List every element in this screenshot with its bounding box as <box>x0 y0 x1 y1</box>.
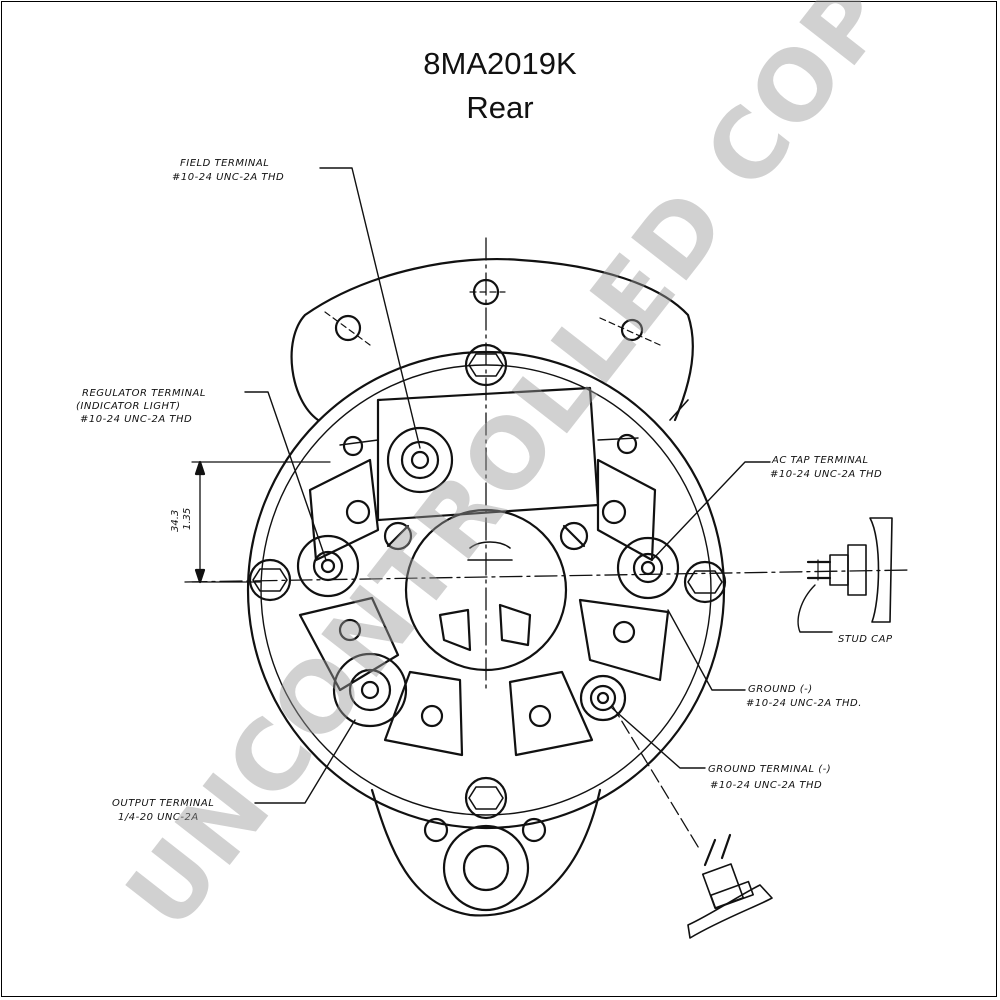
stud-cap-label: STUD CAP <box>838 634 893 645</box>
field-leader <box>319 167 421 449</box>
brush-screw-right <box>559 521 589 551</box>
vent-slot-1 <box>308 458 380 562</box>
slot-screw-4 <box>612 620 636 644</box>
bolt-top <box>464 343 508 387</box>
output-terminal <box>332 652 408 728</box>
lower-hole-left <box>423 817 449 843</box>
lower-hole-right <box>521 817 547 843</box>
slot-screw-1 <box>345 499 371 525</box>
lower-ear-boss <box>442 824 530 912</box>
output-thread-label: 1/4-20 UNC-2A <box>118 812 199 823</box>
ground-terminal-thread-label: #10-24 UNC-2A THD <box>710 780 822 791</box>
lower-ear-hole <box>462 844 510 892</box>
field-thread-label: #10-24 UNC-2A THD <box>172 172 284 183</box>
hub-segment-left <box>438 608 472 652</box>
housing-inner <box>260 364 712 816</box>
slot-screw-3 <box>338 618 362 642</box>
ground-leader <box>667 609 746 691</box>
output-terminal-label: OUTPUT TERMINAL <box>112 798 214 809</box>
vent-slot-6 <box>508 670 594 757</box>
plate-screw-right <box>616 433 638 455</box>
hub-segment-right <box>498 603 532 647</box>
regulator-leader <box>244 391 327 561</box>
ground-terminal-detail <box>687 833 773 939</box>
vent-slot-5 <box>383 670 464 757</box>
slot-screw-6 <box>528 704 552 728</box>
ground-thread-label: #10-24 UNC-2A THD. <box>746 698 862 709</box>
dimension-value: 34.3 <box>170 510 181 532</box>
regulator-terminal-label: REGULATOR TERMINAL <box>82 388 206 399</box>
plate-screw-left <box>342 435 364 457</box>
bolt-left <box>248 558 292 602</box>
lower-ear <box>370 788 602 917</box>
vent-slot-4 <box>578 598 670 682</box>
ear-arrow <box>669 399 689 421</box>
ground-terminal <box>579 674 627 722</box>
part-number-title: 8MA2019K <box>423 46 577 81</box>
ear-hole-left <box>334 314 362 342</box>
ground-terminal-leader <box>611 707 706 769</box>
ear-hole-right <box>620 318 644 342</box>
bolt-right <box>683 560 727 604</box>
bolt-bottom <box>464 776 508 820</box>
ground-terminal-axis <box>611 704 701 851</box>
ac-tap-leader <box>651 461 771 561</box>
center-hub <box>404 508 568 672</box>
field-terminal <box>386 426 454 494</box>
ac-tap-thread-label: #10-24 UNC-2A THD <box>770 469 882 480</box>
dimension-sub-value: 1.35 <box>182 508 193 530</box>
stud-cap-detail <box>797 517 893 633</box>
output-leader <box>254 719 356 804</box>
ground-terminal-label: GROUND TERMINAL (-) <box>708 764 831 775</box>
ac-tap-terminal-label: AC TAP TERMINAL <box>771 455 869 466</box>
regulator-terminal <box>296 534 360 598</box>
slot-screw-2 <box>601 499 627 525</box>
slot-screw-5 <box>420 704 444 728</box>
regulator-thread-label: #10-24 UNC-2A THD <box>80 414 192 425</box>
vent-slot-3 <box>298 596 400 692</box>
ground-label: GROUND (-) <box>748 684 813 695</box>
vent-slot-2 <box>596 458 657 562</box>
view-subtitle: Rear <box>466 90 534 125</box>
brush-screw-left <box>383 521 413 551</box>
mounting-ear <box>290 257 694 422</box>
labels: FIELD TERMINAL #10-24 UNC-2A THD REGULAT… <box>76 158 893 823</box>
field-terminal-label: FIELD TERMINAL <box>180 158 269 169</box>
ac-tap-terminal <box>616 536 680 600</box>
hub-mark-upper <box>467 541 513 561</box>
regulator-sub-label: (INDICATOR LIGHT) <box>76 401 180 412</box>
horizontal-centerline <box>184 569 911 583</box>
